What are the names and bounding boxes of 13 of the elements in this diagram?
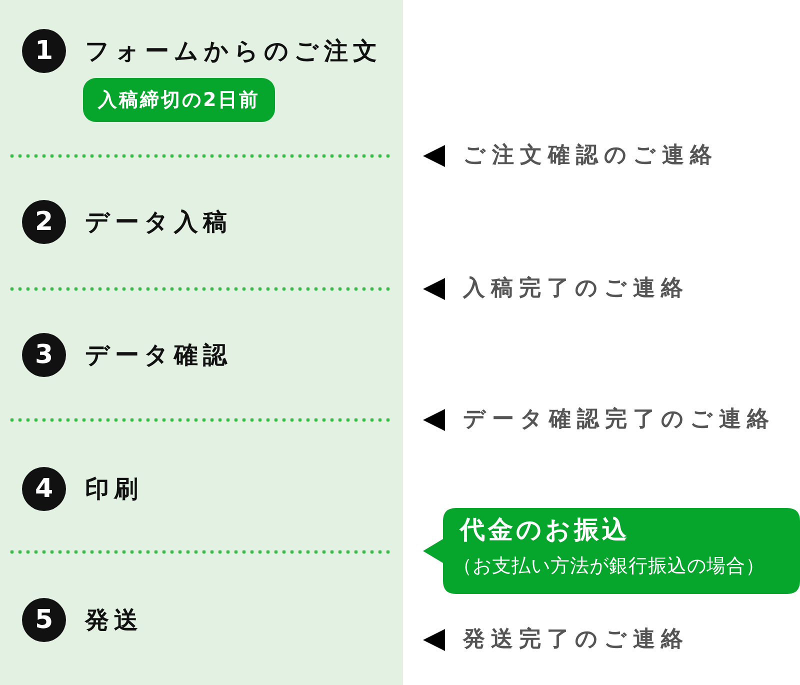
step-title: フォームからのご注文 <box>85 36 382 66</box>
callout-title: 代金のお振込 <box>460 515 630 545</box>
callout-note: （お支払い方法が銀行振込の場合） <box>453 554 765 578</box>
notice-text: 入稿完了のご連絡 <box>463 275 689 303</box>
notice-text: ご注文確認のご連絡 <box>463 142 718 170</box>
callout-bubble <box>423 508 800 594</box>
step-title: 発送 <box>85 605 143 635</box>
step-title: データ確認 <box>85 340 232 370</box>
notice-text: データ確認完了のご連絡 <box>463 406 775 434</box>
notice-text: 発送完了のご連絡 <box>463 626 689 654</box>
step-title: データ入稿 <box>85 207 232 237</box>
step-title: 印刷 <box>85 474 143 504</box>
deadline-tag: 入稿締切の2日前 <box>83 78 276 122</box>
